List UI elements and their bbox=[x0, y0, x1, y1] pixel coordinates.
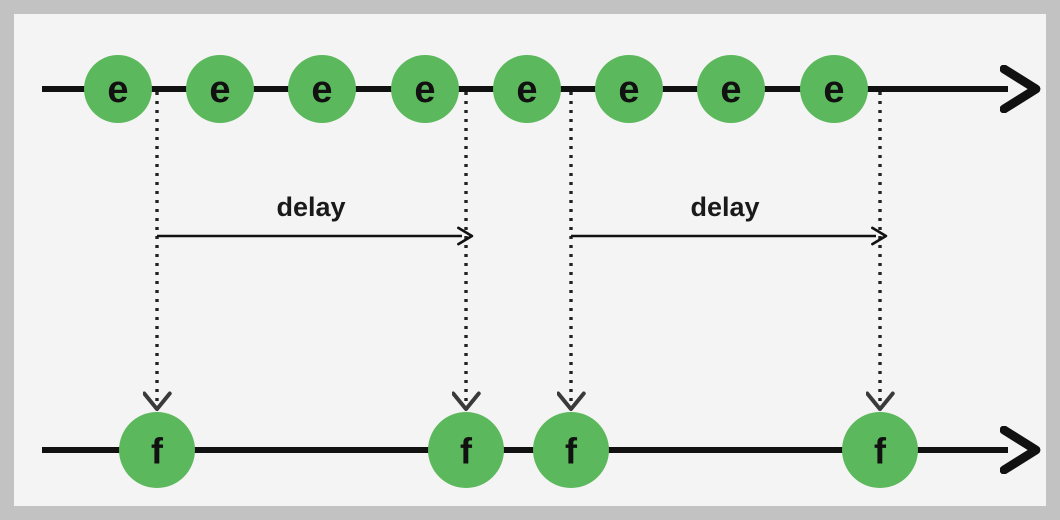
marble-circle[interactable] bbox=[842, 412, 918, 488]
source-marble-7[interactable]: e bbox=[697, 55, 765, 123]
source-marble-2[interactable]: e bbox=[186, 55, 254, 123]
projection-lines-group bbox=[157, 92, 880, 402]
source-marble-5[interactable]: e bbox=[493, 55, 561, 123]
source-marble-8[interactable]: e bbox=[800, 55, 868, 123]
output-marble-2[interactable]: f bbox=[428, 412, 504, 488]
marble-circle[interactable] bbox=[595, 55, 663, 123]
marble-circle[interactable] bbox=[800, 55, 868, 123]
delay-arrow-1-group: delay bbox=[157, 192, 474, 246]
delay-arrow-1-label: delay bbox=[276, 192, 345, 222]
marble-circle[interactable] bbox=[84, 55, 152, 123]
marble-circle[interactable] bbox=[119, 412, 195, 488]
marble-circle[interactable] bbox=[428, 412, 504, 488]
marble-circle[interactable] bbox=[186, 55, 254, 123]
source-marble-1[interactable]: e bbox=[84, 55, 152, 123]
marble-circle[interactable] bbox=[288, 55, 356, 123]
marble-circle[interactable] bbox=[697, 55, 765, 123]
source-marble-4[interactable]: e bbox=[391, 55, 459, 123]
marble-circle[interactable] bbox=[391, 55, 459, 123]
output-marble-3[interactable]: f bbox=[533, 412, 609, 488]
delay-arrow-2-group: delay bbox=[571, 192, 888, 246]
output-marble-4[interactable]: f bbox=[842, 412, 918, 488]
source-marble-6[interactable]: e bbox=[595, 55, 663, 123]
marble-circle[interactable] bbox=[493, 55, 561, 123]
output-marble-1[interactable]: f bbox=[119, 412, 195, 488]
source-marble-3[interactable]: e bbox=[288, 55, 356, 123]
delay-arrow-2-label: delay bbox=[690, 192, 759, 222]
marble-circle[interactable] bbox=[533, 412, 609, 488]
